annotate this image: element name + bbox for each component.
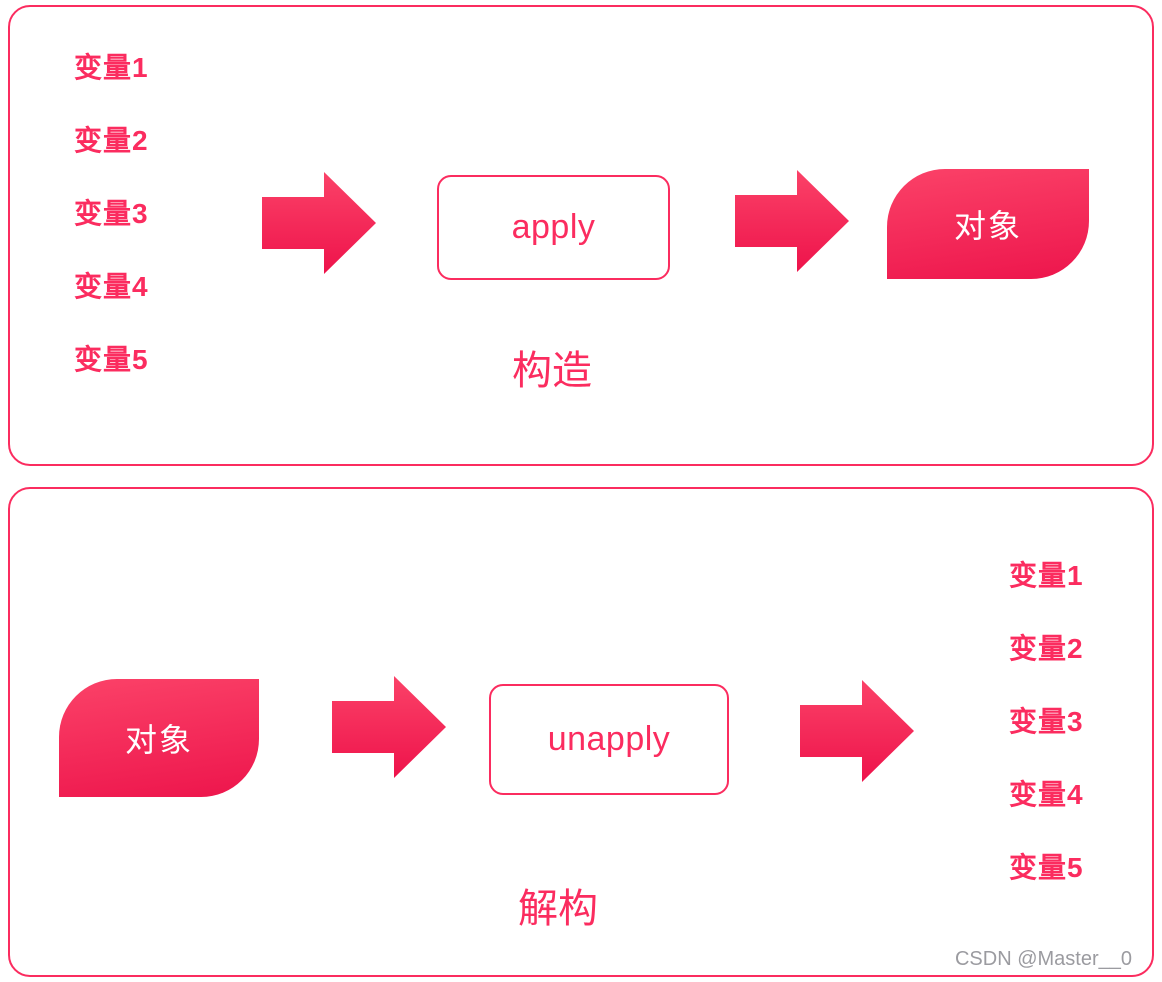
- object-label: 对象: [953, 208, 1022, 244]
- variable-label: 变量1: [74, 52, 149, 83]
- right-arrow-icon: [262, 172, 376, 274]
- unapply-box-label: unapply: [547, 720, 671, 758]
- variable-label: 变量4: [1009, 779, 1084, 810]
- csdn-watermark: CSDN @Master__0: [954, 948, 1132, 970]
- object-shape: 对象: [887, 169, 1089, 279]
- unapply-box: unapply: [489, 684, 729, 795]
- object-shape: 对象: [59, 679, 259, 797]
- variable-label: 变量2: [74, 125, 149, 156]
- variable-list: 变量1 变量2 变量3 变量4 变量5: [1009, 561, 1084, 883]
- variable-label: 变量5: [74, 344, 149, 375]
- construction-caption: 构造: [512, 349, 592, 393]
- variable-label: 变量4: [74, 271, 149, 302]
- deconstruction-caption: 解构: [518, 887, 598, 931]
- variable-label: 变量3: [1009, 706, 1084, 737]
- right-arrow-icon: [800, 680, 914, 782]
- right-arrow-icon: [332, 676, 446, 778]
- right-arrow-icon: [735, 170, 849, 272]
- variable-label: 变量2: [1009, 633, 1084, 664]
- apply-box-label: apply: [511, 208, 596, 246]
- variable-label: 变量1: [1009, 560, 1084, 591]
- construction-panel: 变量1 变量2 变量3 变量4 变量5 apply 构造 对象: [8, 5, 1154, 466]
- variable-label: 变量5: [1009, 852, 1084, 883]
- variable-list: 变量1 变量2 变量3 变量4 变量5: [74, 53, 149, 375]
- apply-box: apply: [437, 175, 670, 280]
- variable-label: 变量3: [74, 198, 149, 229]
- deconstruction-panel: 对象 unapply 解构 变量1 变量2 变量3 变量4 变量5 CSDN @…: [8, 487, 1154, 977]
- object-label: 对象: [124, 722, 193, 758]
